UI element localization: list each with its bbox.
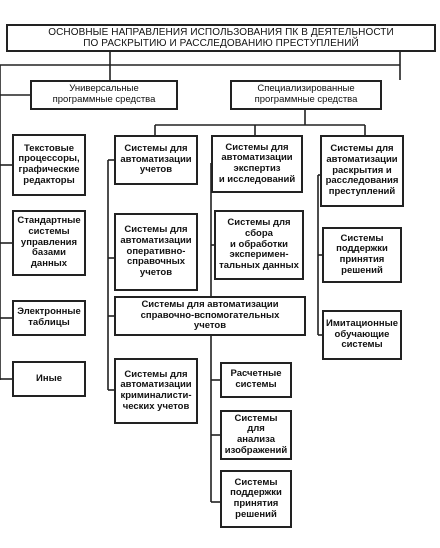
- system-label: Системы для автоматизации криминалисти- …: [120, 368, 192, 412]
- universal-item-label: Текстовые процессоры, графические редакт…: [18, 142, 80, 186]
- system-label: Системы для автоматизации раскрытия и ра…: [325, 143, 399, 197]
- universal-item-label: Иные: [36, 372, 62, 384]
- diagram-title: ОСНОВНЫЕ НАПРАВЛЕНИЯ ИСПОЛЬЗОВАНИЯ ПК В …: [6, 24, 436, 52]
- system-crime-investigation: Системы для автоматизации раскрытия и ра…: [320, 135, 404, 207]
- universal-tools-label: Универсальные программные средства: [52, 83, 156, 105]
- universal-item-dbms: Стандартные системы управления базами да…: [12, 210, 86, 276]
- system-label: Системы поддержки принятия решений: [230, 476, 282, 520]
- system-label: Системы поддержки принятия решений: [336, 232, 388, 276]
- system-label: Системы для сбора и обработки эксперимен…: [219, 217, 299, 271]
- universal-item-other: Иные: [12, 361, 86, 397]
- system-accounting: Системы для автоматизации учетов: [114, 135, 198, 185]
- universal-item-spreadsheets: Электронные таблицы: [12, 300, 86, 336]
- system-label: Расчетные системы: [230, 368, 282, 390]
- specialized-tools-label: Специализированные программные средства: [254, 83, 358, 105]
- universal-item-label: Электронные таблицы: [17, 306, 81, 328]
- system-label: Системы для автоматизации экспертиз и ис…: [218, 141, 296, 185]
- system-label: Имитационные обучающие системы: [326, 318, 398, 351]
- specialized-tools-box: Специализированные программные средства: [230, 80, 382, 110]
- system-image-analysis: Системы для анализа изображений: [220, 410, 292, 460]
- system-label: Системы для автоматизации оперативно- сп…: [120, 224, 192, 278]
- universal-item-text-processors: Текстовые процессоры, графические редакт…: [12, 134, 86, 196]
- system-simulation-training: Имитационные обучающие системы: [322, 310, 402, 360]
- universal-tools-box: Универсальные программные средства: [30, 80, 178, 110]
- system-label: Системы для автоматизации учетов: [120, 143, 192, 176]
- system-reference-auxiliary: Системы для автоматизации справочно-вспо…: [114, 296, 306, 336]
- system-label: Системы для автоматизации справочно-вспо…: [140, 299, 280, 332]
- system-forensic-accounting: Системы для автоматизации криминалисти- …: [114, 358, 198, 424]
- system-label: Системы для анализа изображений: [224, 412, 288, 456]
- system-decision-support-expert: Системы поддержки принятия решений: [220, 470, 292, 528]
- universal-item-label: Стандартные системы управления базами да…: [17, 215, 81, 269]
- system-decision-support: Системы поддержки принятия решений: [322, 227, 402, 283]
- system-expertise-research: Системы для автоматизации экспертиз и ис…: [211, 135, 303, 193]
- system-experimental-data: Системы для сбора и обработки эксперимен…: [214, 210, 304, 280]
- system-calculation: Расчетные системы: [220, 362, 292, 398]
- diagram-title-text: ОСНОВНЫЕ НАПРАВЛЕНИЯ ИСПОЛЬЗОВАНИЯ ПК В …: [48, 26, 394, 49]
- system-operational-reference: Системы для автоматизации оперативно- сп…: [114, 213, 198, 291]
